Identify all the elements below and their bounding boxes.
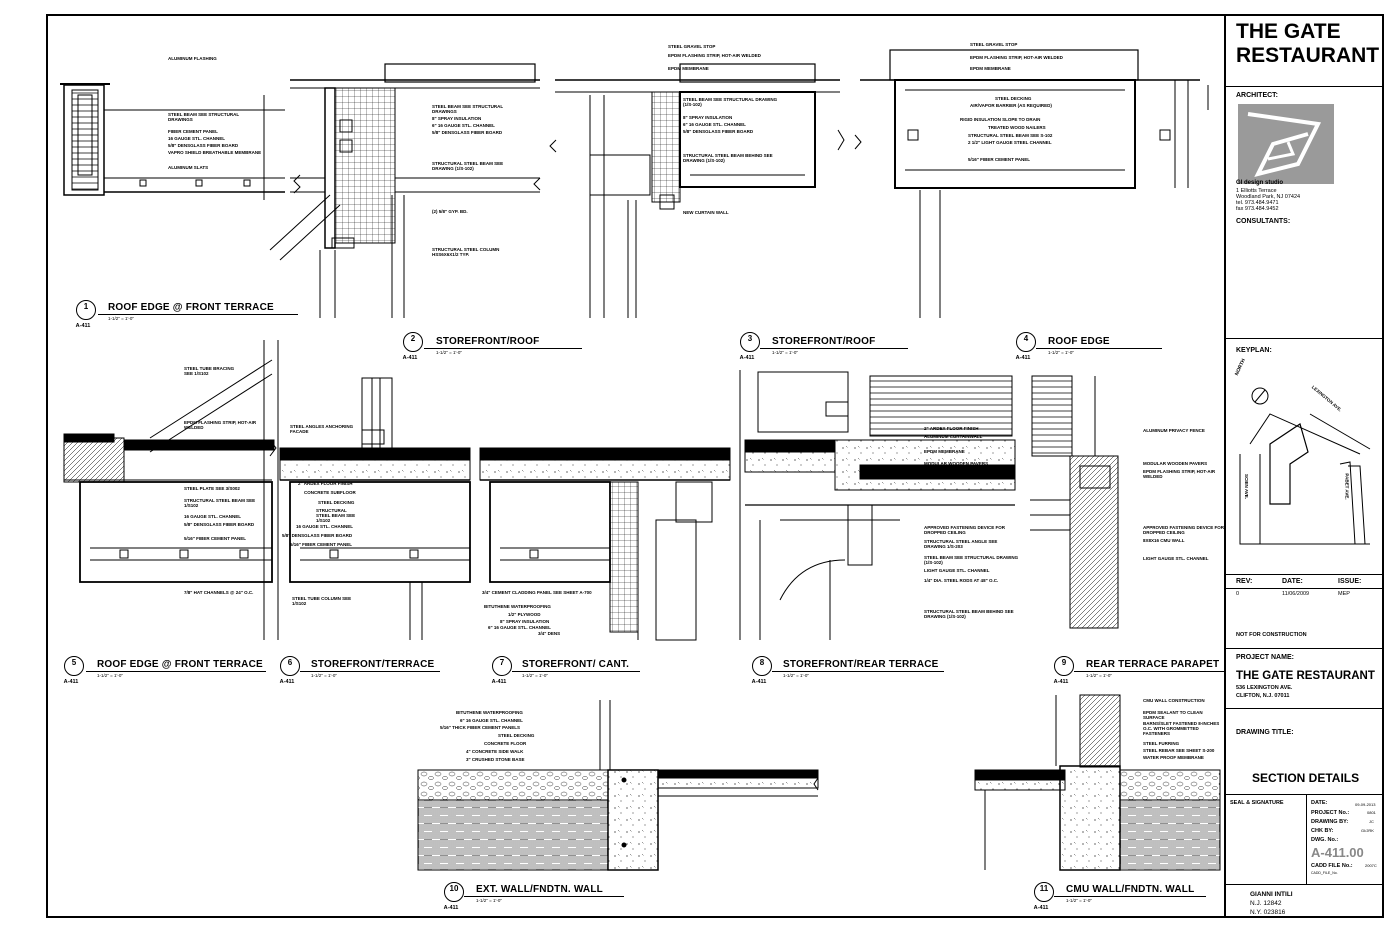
architect-fax: fax 973.484.9452 (1236, 206, 1279, 212)
detail-title: REAR TERRACE PARAPET (1086, 659, 1220, 670)
rev-header: REV: (1236, 578, 1253, 585)
detail-7-drawing (479, 447, 731, 641)
keyplan-map: NORTH LEXINGTON AVE. SCIEN AVE. PABET AV… (1230, 358, 1380, 554)
consultants-label: CONSULTANTS: (1236, 218, 1291, 225)
info-date-value: 09-09-2013 (1355, 802, 1376, 807)
project-name-label: PROJECT NAME: (1236, 654, 1294, 661)
architect-logo (1238, 104, 1334, 184)
detail-6-drawing (279, 377, 471, 640)
architect-firm: GI design studio (1236, 180, 1284, 186)
detail-title: ROOF EDGE (1048, 336, 1110, 347)
issue-header: ISSUE: (1338, 578, 1362, 585)
detail-8-drawing (744, 371, 1016, 640)
detail-title: ROOF EDGE @ FRONT TERRACE (108, 302, 274, 313)
not-for-construction: NOT FOR CONSTRUCTION (1236, 632, 1307, 638)
detail-scale: 1-1/2" = 1'-0" (311, 673, 337, 678)
detail-scale: 1-1/2" = 1'-0" (772, 350, 798, 355)
detail-2-drawing (269, 63, 541, 318)
cadd-sub: CADD_FILE_No. (1311, 871, 1338, 875)
keyplan-label: KEYPLAN: (1236, 347, 1272, 354)
drawing-title-label: DRAWING TITLE: (1236, 729, 1294, 736)
sheet-border (46, 14, 1384, 918)
info-dwg-key: DWG. No.: (1311, 837, 1339, 843)
detail-3-drawing (555, 63, 845, 318)
date-header: DATE: (1282, 578, 1303, 585)
project-address-1: 536 LEXINGTON AVE. (1236, 685, 1293, 691)
detail-11-drawing (974, 694, 1221, 871)
detail-scale: 1-1/2" = 1'-0" (522, 673, 548, 678)
detail-title: STOREFRONT/ CANT. (522, 659, 630, 670)
date-value: 11/06/2009 (1282, 591, 1310, 597)
info-project-value: 0801 (1367, 810, 1376, 815)
signer-ny: N.Y. 023816 (1250, 909, 1286, 916)
street-scien: SCIEN AVE. (1244, 473, 1250, 500)
detail-scale: 1-1/2" = 1'-0" (1066, 898, 1092, 903)
detail-9-drawing (1030, 375, 1119, 629)
title-block: THE GATE RESTAURANT ARCHITECT: GI design… (1224, 14, 1384, 918)
project-title: THE GATE RESTAURANT (1236, 20, 1380, 67)
detail-scale: 1-1/2" = 1'-0" (476, 898, 502, 903)
detail-5-drawing (63, 340, 277, 640)
info-drawn-value: JC (1369, 819, 1374, 824)
info-project-key: PROJECT No.: (1311, 810, 1350, 816)
north-arrow-icon (1251, 387, 1269, 405)
detail-scale: 1-1/2" = 1'-0" (108, 316, 134, 321)
detail-title: EXT. WALL/FNDTN. WALL (476, 884, 603, 895)
signer-name: GIANNI INTILI (1250, 891, 1293, 898)
detail-title: STOREFRONT/ROOF (436, 336, 540, 347)
project-name: THE GATE RESTAURANT (1236, 670, 1375, 682)
project-address-2: CLIFTON, N.J. 07011 (1236, 693, 1290, 699)
detail-title: CMU WALL/FNDTN. WALL (1066, 884, 1195, 895)
drawing-title: SECTION DETAILS (1252, 771, 1360, 785)
detail-1-drawing (60, 83, 285, 200)
detail-scale: 1-1/2" = 1'-0" (1048, 350, 1074, 355)
info-check-value: GI/JRK (1361, 828, 1374, 833)
architect-address-2: Woodland Park, NJ 07424 (1236, 194, 1301, 200)
info-check-key: CHK BY: (1311, 828, 1334, 834)
seal-label: SEAL & SIGNATURE (1230, 800, 1284, 806)
issue-value: MEP (1338, 591, 1350, 597)
detail-scale: 1-1/2" = 1'-0" (783, 673, 809, 678)
architect-label: ARCHITECT: (1236, 92, 1278, 99)
rev-value: 0 (1236, 591, 1240, 597)
street-pabet: PABET AVE. (1344, 473, 1350, 500)
info-drawn-key: DRAWING BY: (1311, 819, 1349, 825)
detail-scale: 1-1/2" = 1'-0" (1086, 673, 1112, 678)
detail-scale: 1-1/2" = 1'-0" (97, 673, 123, 678)
info-date-key: DATE: (1311, 800, 1328, 806)
detail-10-drawing (417, 700, 819, 871)
detail-title: ROOF EDGE @ FRONT TERRACE (97, 659, 263, 670)
detail-title: STOREFRONT/ROOF (772, 336, 876, 347)
cadd-label: CADD FILE No.: (1311, 863, 1353, 869)
detail-title: STOREFRONT/TERRACE (311, 659, 435, 670)
detail-scale: 1-1/2" = 1'-0" (436, 350, 462, 355)
signer-nj: N.J. 12842 (1250, 900, 1282, 907)
info-table: DATE: 09-09-2013 PROJECT No.: 0801 DRAWI… (1306, 794, 1387, 884)
detail-4-drawing (860, 49, 1209, 318)
architect-address-1: 1 Elliotts Terrace (1236, 188, 1277, 194)
detail-title: STOREFRONT/REAR TERRACE (783, 659, 939, 670)
cadd-value: 2007C (1365, 863, 1377, 868)
dwg-number: A-411.00 (1311, 845, 1364, 860)
architect-tel: tel. 973.484.9471 (1236, 200, 1279, 206)
